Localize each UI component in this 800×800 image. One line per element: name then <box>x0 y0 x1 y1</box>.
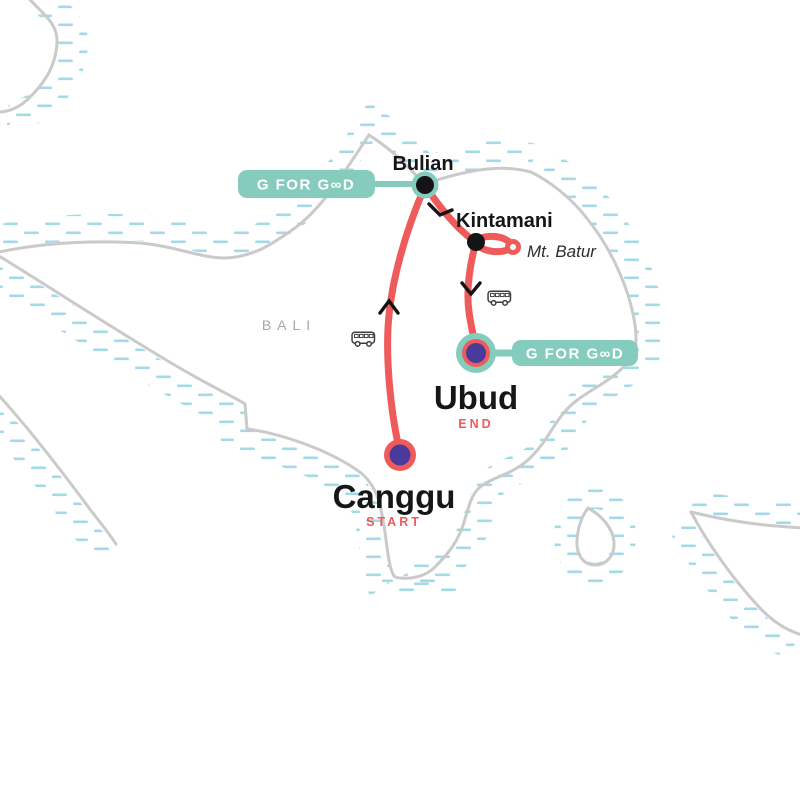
poi-label-mt-batur: Mt. Batur <box>527 242 597 261</box>
direction-arrow-icon <box>427 202 454 218</box>
badge-label: G FOR G∞D <box>257 177 355 194</box>
direction-arrows <box>378 202 482 315</box>
direction-arrow-icon <box>460 281 482 297</box>
stop-label-canggu: Canggu <box>333 478 456 515</box>
stop-label-bulian: Bulian <box>392 153 453 175</box>
stop-marker-kintamani <box>467 233 485 251</box>
water-hatching <box>0 0 800 646</box>
end-marker-ubud <box>456 333 496 373</box>
badge-label: G FOR G∞D <box>526 346 624 363</box>
islet-outline <box>575 506 616 567</box>
end-label: END <box>458 417 493 431</box>
mt-batur-loop-marker <box>505 239 521 255</box>
stop-label-kintamani: Kintamani <box>456 210 553 232</box>
coastlines <box>0 0 800 638</box>
direction-arrow-icon <box>378 298 400 315</box>
region-label: BALI <box>262 317 316 333</box>
stop-marker-bulian <box>411 171 439 199</box>
bus-icon <box>487 290 512 306</box>
start-label: START <box>366 515 422 529</box>
g-for-good-badge-ubud: G FOR G∞D <box>512 340 638 366</box>
stop-label-ubud: Ubud <box>434 379 518 416</box>
bus-icon <box>351 331 376 347</box>
g-for-good-badge-bulian: G FOR G∞D <box>238 170 375 198</box>
start-marker-canggu <box>384 439 416 471</box>
